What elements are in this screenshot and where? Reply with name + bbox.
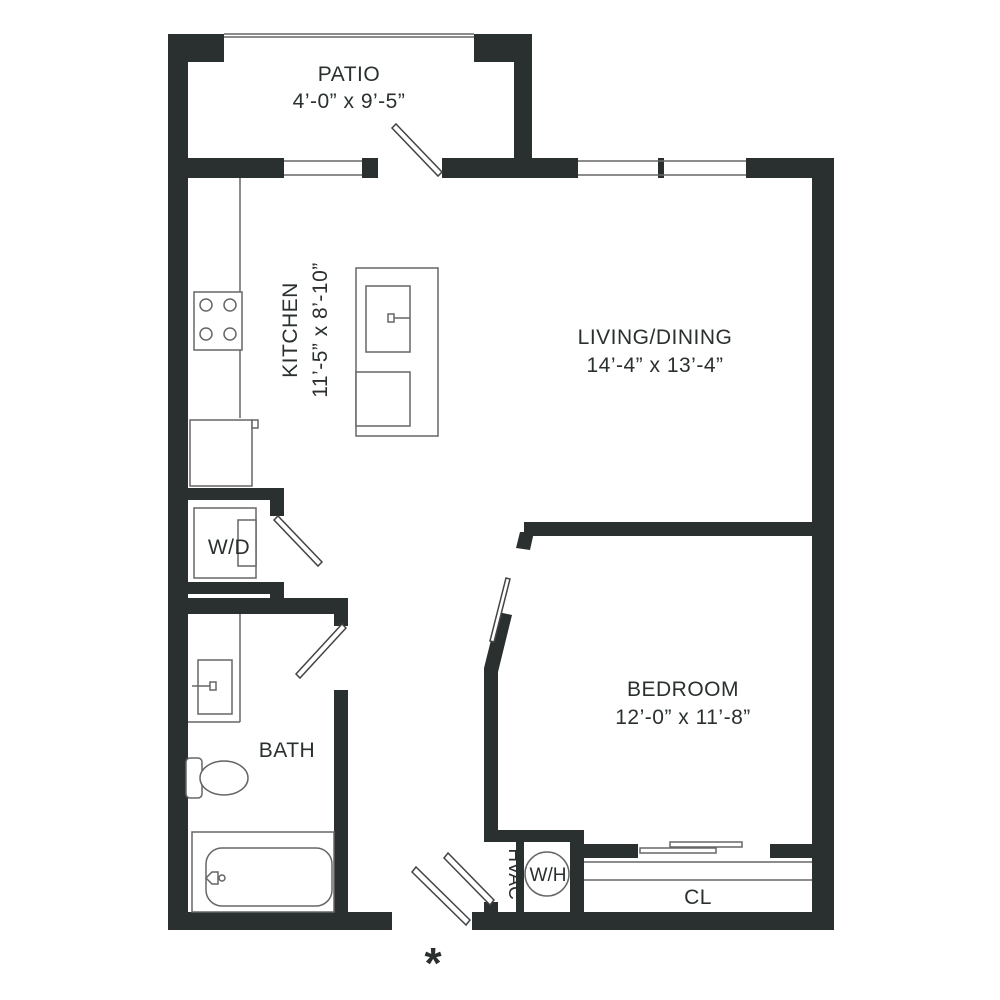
washer-dryer [193, 507, 257, 579]
patio-corner-left [168, 34, 224, 62]
water-heater-icon [524, 851, 570, 897]
bath-name: BATH [259, 739, 315, 762]
bath-right-wall [334, 690, 348, 920]
patio-door [390, 122, 444, 178]
closet-door-1 [639, 847, 717, 854]
bedroom-dims: 12’-0” x 11’-8” [615, 706, 751, 729]
wd-side-bottom [270, 582, 284, 602]
burner-icon [199, 327, 213, 341]
kitchen-dims: 11’-5” x 8’-10” [309, 262, 332, 398]
top-wall-3 [442, 158, 578, 178]
right-wall [812, 158, 834, 930]
top-wall-4 [658, 158, 664, 178]
refrigerator [189, 419, 253, 487]
bath-top-wall [168, 598, 348, 614]
dishwasher [355, 371, 411, 427]
bedroom-door [489, 577, 511, 643]
bottom-wall-left [168, 912, 392, 930]
closet-wall-right [770, 844, 834, 858]
bedroom-top-wall [524, 522, 834, 536]
tub-drain-icon [218, 874, 226, 882]
entry-jamb [484, 902, 498, 930]
left-wall [168, 158, 188, 930]
walls [168, 34, 834, 930]
wd-bottom-wall [168, 582, 284, 594]
vanity-faucet-base [209, 681, 217, 691]
top-wall-2 [362, 158, 378, 178]
top-wall-1 [168, 158, 284, 178]
entry-marker: * [424, 939, 442, 988]
hvac-label: HVAC [504, 848, 525, 899]
bedroom-name: BEDROOM [627, 678, 739, 701]
burner-icon [223, 327, 237, 341]
bath-door [294, 622, 348, 680]
wd-label: W/D [208, 536, 250, 559]
kitchen-name: KITCHEN [279, 282, 302, 378]
hvac-divider [516, 830, 524, 922]
kitchen-fixtures [189, 178, 439, 487]
patio-wall-right [514, 34, 532, 174]
mechanical [524, 841, 812, 897]
bottom-wall-right [472, 912, 834, 930]
faucet-base [387, 313, 395, 323]
patio-name: PATIO [318, 63, 380, 86]
living-name: LIVING/DINING [578, 326, 733, 349]
living-dims: 14’-4” x 13’-4” [586, 354, 723, 377]
burner-icon [199, 298, 213, 312]
closet-label: CL [684, 886, 712, 909]
wd-side-top [270, 488, 284, 516]
fridge-handle [251, 419, 259, 429]
labels: PATIO 4’-0” x 9’-5” KITCHEN 11’-5” x 8’-… [208, 63, 751, 988]
wd-top-wall [168, 488, 284, 500]
bath-top-stub [334, 598, 348, 626]
bedroom-left-wall [484, 612, 512, 838]
bath-fixtures [185, 614, 335, 913]
wd-door [272, 514, 324, 568]
closet-wall-left [570, 844, 638, 858]
bedroom-door-stub [516, 532, 534, 550]
patio-wall-left [168, 34, 188, 174]
entry-door-1 [410, 865, 472, 927]
toilet-bowl [199, 760, 249, 796]
tub-faucet-icon [204, 871, 219, 885]
entry-door-2 [442, 851, 496, 907]
doors [272, 122, 511, 927]
windows [224, 33, 746, 176]
wh-label: W/H [530, 865, 567, 886]
closet-door-2 [669, 841, 743, 848]
kitchen-label: KITCHEN 11’-5” x 8’-10” [279, 262, 332, 398]
hvac-top-wall [484, 830, 584, 842]
burner-icon [223, 298, 237, 312]
wh-right-wall [570, 830, 584, 922]
patio-dims: 4’-0” x 9’-5” [293, 90, 406, 113]
